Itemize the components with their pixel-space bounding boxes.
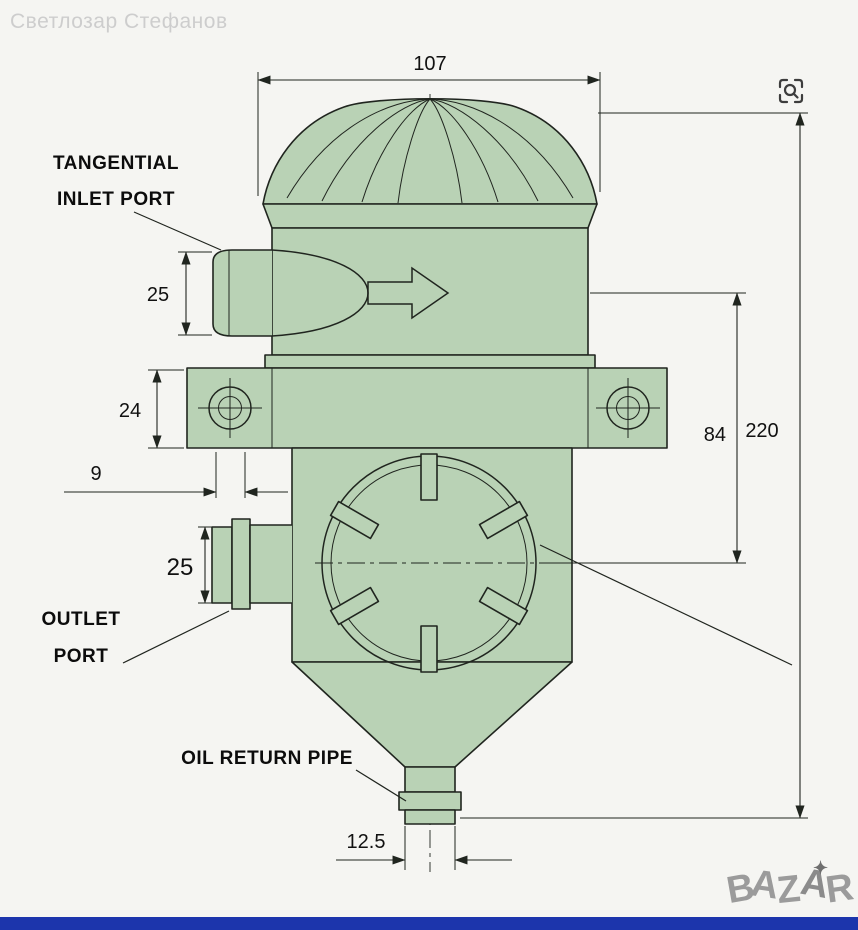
- window-slot: [420, 453, 438, 501]
- inlet-leader-line: [133, 211, 222, 251]
- outlet-port: [211, 518, 292, 610]
- outlet-leader-line: [122, 610, 230, 664]
- upper-body: [264, 227, 596, 369]
- zoom-crop-icon[interactable]: [776, 76, 806, 106]
- tangential-inlet-port: [212, 249, 369, 337]
- svg-text:107: 107: [413, 53, 446, 75]
- svg-text:84: 84: [704, 424, 726, 446]
- svg-text:25: 25: [147, 284, 169, 306]
- dim-flange: 24: [119, 369, 184, 449]
- dim-return-pipe: 12.5: [336, 826, 512, 870]
- oil-return-label: OIL RETURN PIPE: [181, 748, 353, 769]
- svg-text:12.5: 12.5: [347, 831, 386, 853]
- svg-text:PORT: PORT: [54, 646, 109, 667]
- svg-text:OUTLET: OUTLET: [42, 609, 121, 630]
- logo-letter: R: [823, 866, 857, 912]
- svg-text:25: 25: [167, 554, 194, 581]
- bazar-logo: B A Z A R ✦: [724, 858, 857, 914]
- body-rim: [264, 354, 596, 369]
- svg-text:24: 24: [119, 400, 141, 422]
- turbine-cap: [262, 97, 598, 229]
- dim-top-width: 107: [257, 53, 601, 196]
- dim-inlet-port: 25: [147, 251, 212, 336]
- window-slot: [478, 500, 529, 540]
- window-slot: [420, 625, 438, 673]
- flow-arrow: [367, 266, 450, 320]
- mounting-flange: [186, 367, 668, 449]
- dim-overall-height: 220: [460, 112, 808, 819]
- window-slot: [329, 586, 380, 626]
- bolt-hole-left: [198, 378, 262, 438]
- window-slot: [329, 500, 380, 540]
- dim-inlet-to-window: 84: [545, 292, 746, 564]
- logo-star-icon: ✦: [813, 858, 829, 878]
- author-watermark: Светлозар Стефанов: [10, 10, 228, 33]
- cap-base-rim: [262, 203, 598, 229]
- dim-outlet-port: 25: [167, 526, 212, 604]
- svg-text:TANGENTIAL: TANGENTIAL: [53, 153, 179, 174]
- lower-body: [291, 447, 573, 825]
- bottom-blue-bar: [0, 917, 858, 930]
- svg-text:9: 9: [90, 463, 101, 485]
- svg-text:INLET PORT: INLET PORT: [57, 189, 175, 210]
- dim-bolt-inset: 9: [64, 452, 288, 498]
- filter-window: [315, 453, 545, 673]
- oil-return-leader-line: [355, 769, 407, 802]
- window-slot: [478, 586, 529, 626]
- bolt-hole-right: [596, 378, 660, 438]
- svg-text:220: 220: [745, 420, 778, 442]
- inlet-label: TANGENTIAL INLET PORT: [53, 153, 179, 210]
- logo-letter: Z: [774, 867, 803, 913]
- outlet-label: OUTLET PORT: [42, 609, 121, 667]
- window-leader-line: [539, 544, 793, 666]
- oil-return-pipe: [398, 766, 462, 825]
